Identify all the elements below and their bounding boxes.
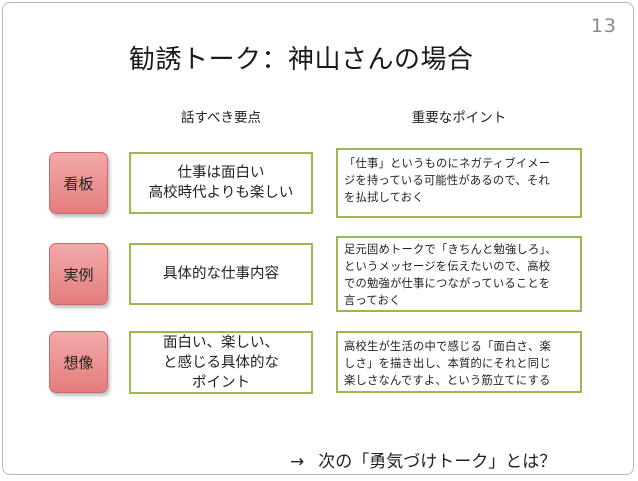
point-box-kanban: 仕事は面白い 高校時代よりも楽しい xyxy=(129,152,313,214)
note-box-kanban: 「仕事」というものにネガティブイメー ジを持っている可能性があるので、それ を払… xyxy=(336,148,582,218)
note-line: 言っておく xyxy=(344,294,401,307)
note-line: での勉強が仕事につながっていることを xyxy=(344,277,551,290)
point-line: 面白い、楽しい、 xyxy=(163,334,279,351)
footer-next: → 次の「勇気づけトーク」とは？ xyxy=(290,447,556,472)
note-line: ジを持っている可能性があるので、それ xyxy=(344,174,550,187)
note-line: しさ」を描き出し、本質的にそれと同じ xyxy=(344,357,551,370)
point-line: 仕事は面白い xyxy=(177,165,265,181)
row-tag-jitsurei: 実例 xyxy=(49,243,108,305)
point-line: と感じる具体的な xyxy=(163,354,279,371)
note-line: というメッセージを伝えたいので、高校 xyxy=(344,260,551,273)
point-line: 具体的な仕事内容 xyxy=(163,266,279,282)
row-tag-souzou: 想像 xyxy=(49,331,108,393)
column-header-notes: 重要なポイント xyxy=(411,110,507,126)
column-header-points: 話すべき要点 xyxy=(180,110,262,126)
note-line: 「仕事」というものにネガティブイメー xyxy=(344,157,551,170)
slide-title: 勧誘トーク：神山さんの場合 xyxy=(129,45,474,75)
footer-text: 次の「勇気づけトーク」とは？ xyxy=(318,452,557,472)
point-line: ポイント xyxy=(192,374,250,391)
note-box-souzou: 高校生が生活の中で感じる「面白さ、楽 しさ」を描き出し、本質的にそれと同じ 楽し… xyxy=(336,331,582,393)
row-tag-kanban: 看板 xyxy=(49,152,108,214)
page-number: 13 xyxy=(590,15,617,37)
slide: 13 勧誘トーク：神山さんの場合 話すべき要点 重要なポイント 看板 仕事は面白… xyxy=(2,2,634,475)
note-line: を払拭しておく xyxy=(344,191,424,204)
note-box-jitsurei: 足元固めトークで「きちんと勉強しろ」、 というメッセージを伝えたいので、高校 で… xyxy=(336,236,582,312)
note-line: 高校生が生活の中で感じる「面白さ、楽 xyxy=(344,340,551,353)
point-box-jitsurei: 具体的な仕事内容 xyxy=(129,243,313,305)
note-line: 足元固めトークで「きちんと勉強しろ」、 xyxy=(344,243,557,256)
point-line: 高校時代よりも楽しい xyxy=(148,185,294,201)
arrow-right-icon: → xyxy=(290,452,305,472)
note-line: 楽しさなんですよ、という筋立てにする xyxy=(344,374,551,387)
point-box-souzou: 面白い、楽しい、 と感じる具体的な ポイント xyxy=(129,331,313,394)
